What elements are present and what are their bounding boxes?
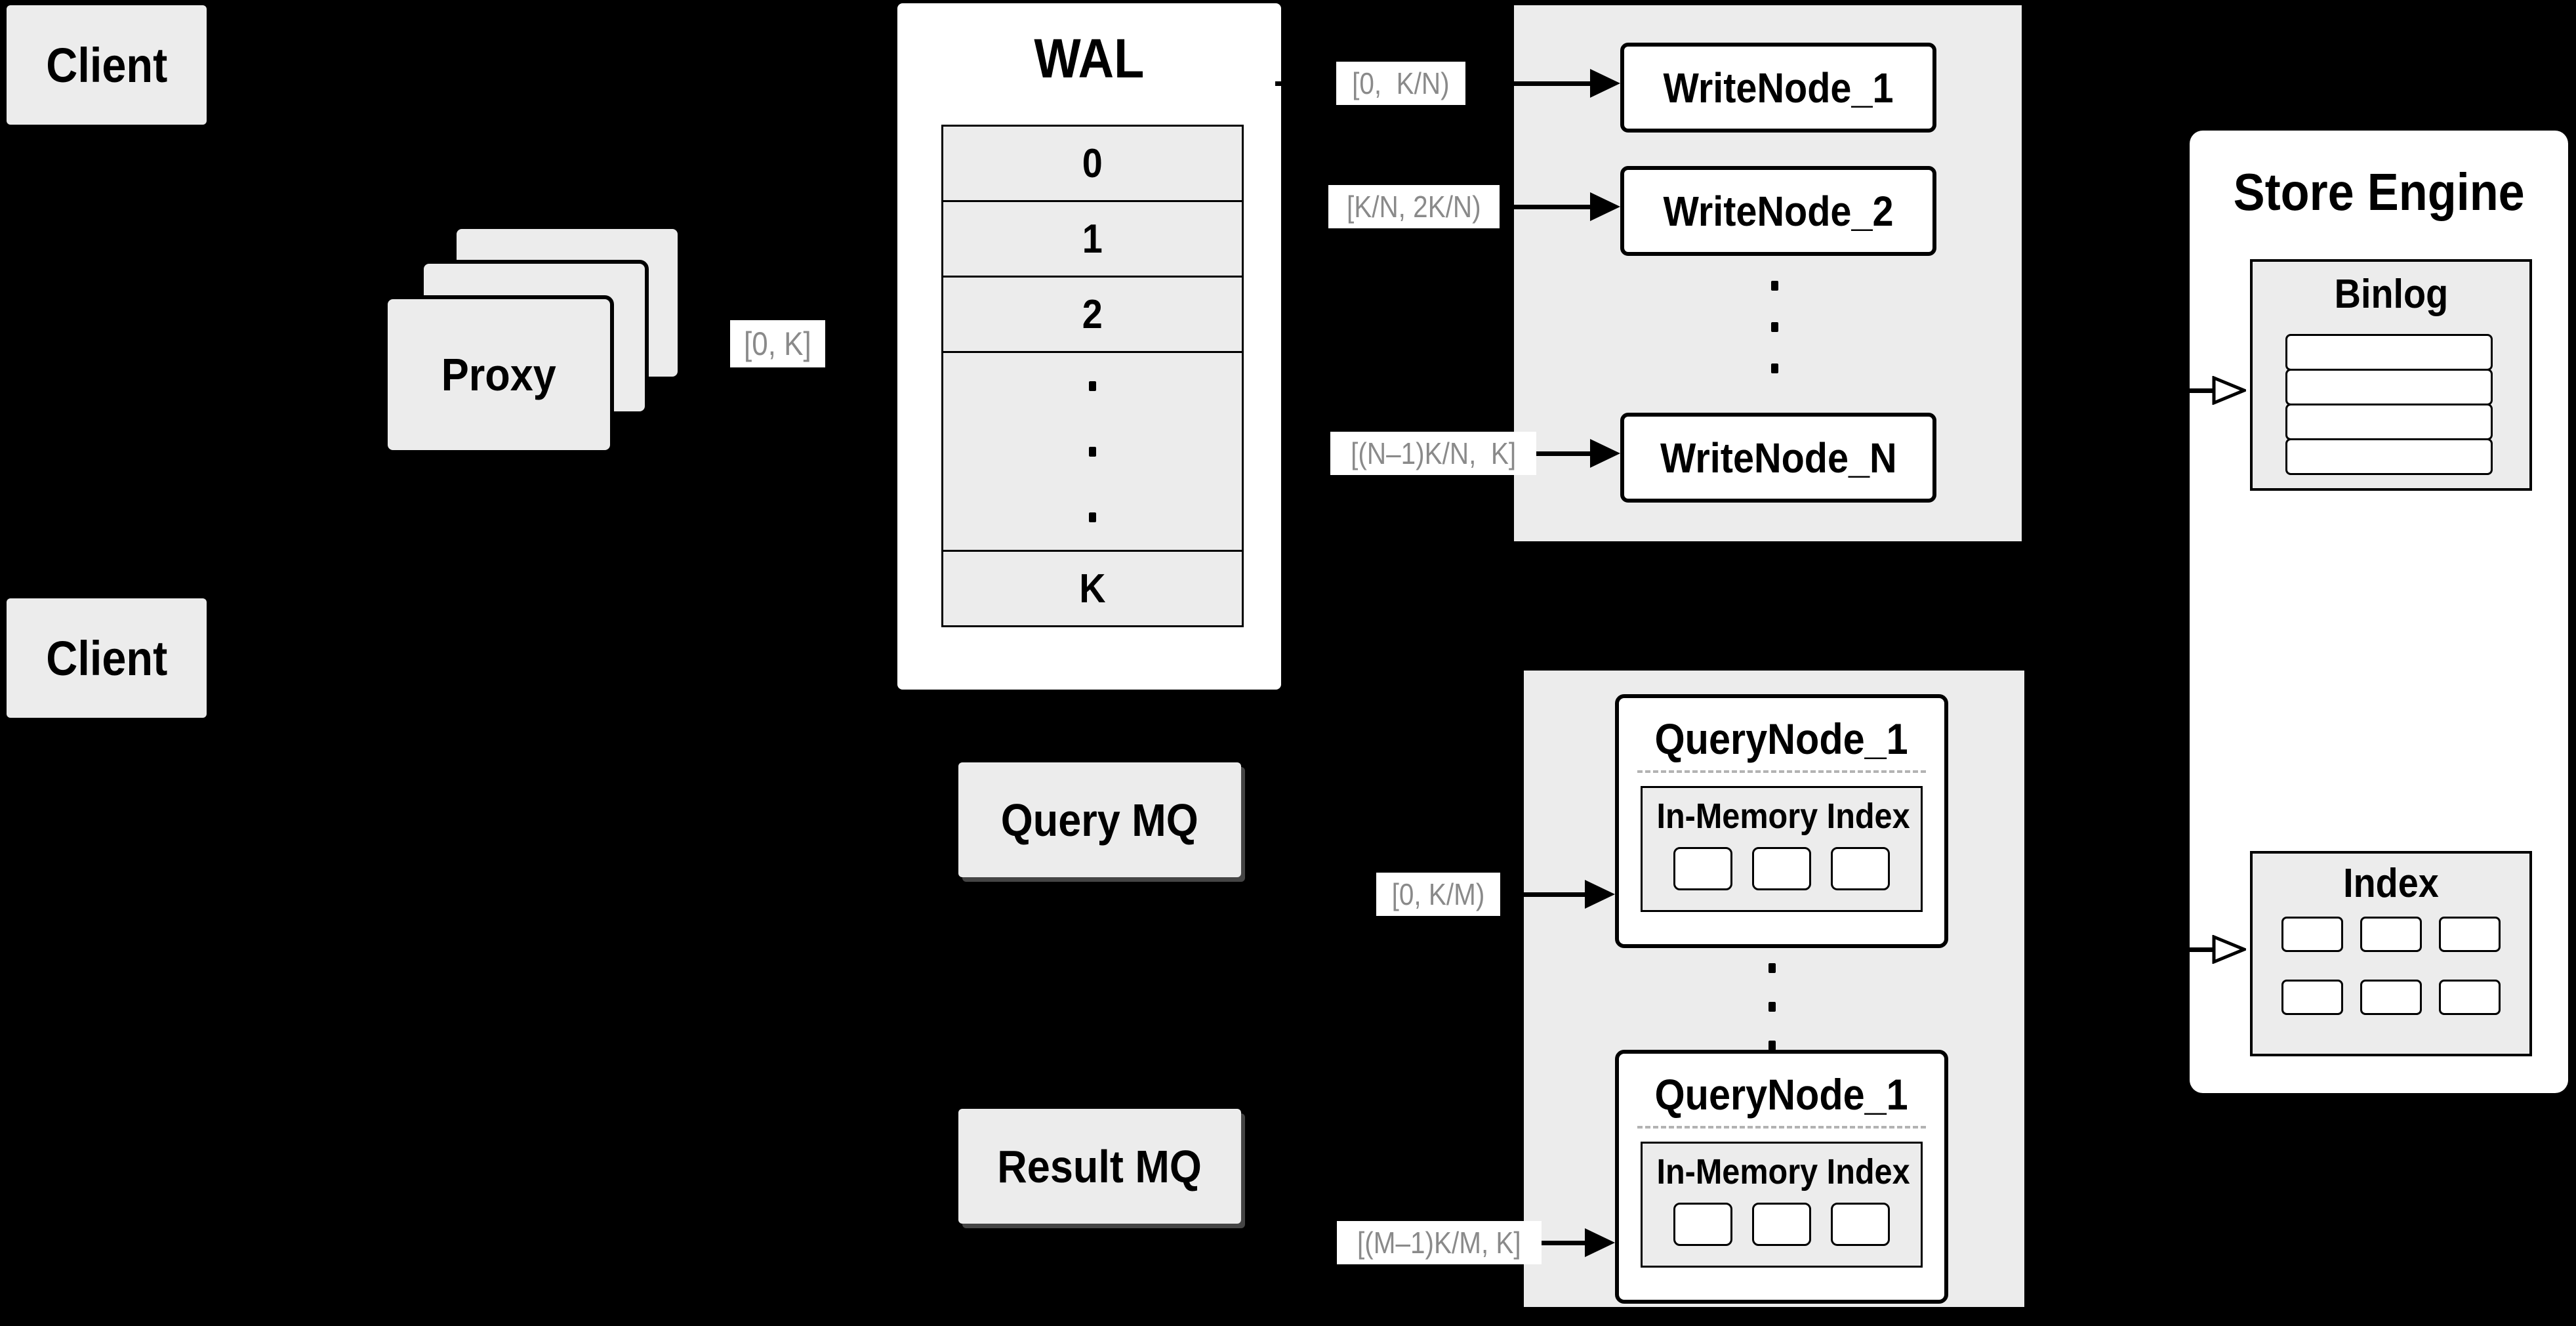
binlog-box: Binlog [2250,259,2532,491]
in-memory-index-title-wrap: In-Memory Index [1643,1151,1921,1192]
binlog-row [2285,404,2493,440]
arrow-into-binlog-head [2212,376,2246,405]
arrow-query-top-head [1585,880,1615,909]
arrow-into-index-line [2073,947,2213,952]
memory-segment-box [1673,847,1732,890]
range-label: [(M–1)K/M, K] [1357,1226,1521,1260]
ellipsis-dots [1771,281,1778,373]
store-engine-title-wrap: Store Engine [2190,162,2568,222]
query-mq-label: Query MQ [1000,794,1199,846]
write-node-1-box: WriteNode_1 [1620,43,1936,133]
wal-row: 2 [943,278,1242,353]
wal-row: 1 [943,202,1242,278]
memory-segment-box [1831,1203,1890,1246]
client-label: Client [45,631,168,686]
wal-panel: WAL 0 1 2 K [897,3,1281,690]
dashed-divider [1637,1126,1926,1129]
wal-row-label: K [1079,566,1106,611]
memory-segment-box [1831,847,1890,890]
binlog-row [2285,369,2493,405]
dashed-divider [1637,770,1926,773]
client-box-bottom: Client [7,598,207,718]
write-node-label: WriteNode_2 [1663,187,1894,235]
wal-row-label: 0 [1082,140,1103,186]
wal-row: K [943,552,1242,625]
memory-segment-box [1752,1203,1811,1246]
arrow-write-n-head [1590,439,1620,468]
wal-title-wrap: WAL [897,28,1281,89]
range-label: [0, K/N) [1352,66,1450,100]
index-cells [2253,917,2529,1015]
binlog-title-wrap: Binlog [2253,271,2529,318]
index-cell-row [2281,917,2501,952]
write-node-label: WriteNode_N [1660,434,1897,482]
wal-row-label: 1 [1082,216,1103,262]
write-node-label: WriteNode_1 [1663,64,1894,112]
write-node-2-box: WriteNode_2 [1620,166,1936,256]
binlog-row [2285,438,2493,475]
result-mq-label: Result MQ [997,1140,1202,1192]
index-box: Index [2250,851,2532,1056]
query-node-box-bottom: QueryNode_1 In-Memory Index [1615,1050,1948,1304]
range-chip-write-n: [(N–1)K/N, K] [1330,432,1537,475]
write-node-n-box: WriteNode_N [1620,413,1936,503]
binlog-row [2285,334,2493,371]
client-box-top: Client [7,5,207,125]
index-title: Index [2343,861,2439,906]
memory-segment-box [1752,847,1811,890]
memory-segment-box [1673,1203,1732,1246]
wal-title: WAL [1034,27,1145,89]
range-chip-write-1: [0, K/N) [1336,62,1465,105]
memory-segments [1643,1203,1921,1246]
store-engine-title: Store Engine [2233,163,2525,221]
query-node-title: QueryNode_1 [1654,1070,1909,1119]
proxy-label: Proxy [441,349,557,400]
ellipsis-dots [1768,963,1776,1050]
arrow-into-index-head [2212,935,2246,964]
binlog-title: Binlog [2334,272,2448,317]
in-memory-index-label: In-Memory Index [1656,1152,1910,1191]
ellipsis-dots [1089,381,1096,522]
range-label: [(N–1)K/N, K] [1351,436,1517,470]
client-label: Client [45,37,168,93]
memory-segments [1643,847,1921,890]
proxy-card-front: Proxy [384,295,614,454]
index-cell [2360,917,2422,952]
range-chip-query-bottom: [(M–1)K/M, K] [1337,1221,1542,1264]
binlog-rows [2285,334,2493,475]
query-node-title-wrap: QueryNode_1 [1619,1069,1944,1119]
wal-row-ellipsis [943,353,1242,552]
in-memory-index-box: In-Memory Index [1641,1142,1923,1268]
index-cell [2360,980,2422,1015]
arrow-write-1-head [1590,69,1620,98]
index-title-wrap: Index [2253,860,2529,907]
range-chip-proxy-out: [0, K] [730,320,825,367]
range-label: [0, K] [744,325,811,362]
in-memory-index-label: In-Memory Index [1656,797,1910,836]
range-label: [K/N, 2K/N) [1346,190,1481,224]
wal-segment-table: 0 1 2 K [941,125,1244,627]
index-cell [2439,980,2501,1015]
wal-row: 0 [943,127,1242,202]
index-cell [2439,917,2501,952]
range-chip-query-top: [0, K/M) [1376,873,1501,916]
result-mq-box: Result MQ [958,1109,1241,1224]
in-memory-index-box: In-Memory Index [1641,786,1923,912]
index-cell [2281,917,2343,952]
query-node-title: QueryNode_1 [1654,715,1909,763]
store-engine-panel: Store Engine Binlog Index [2190,131,2568,1093]
arrow-query-bottom-head [1585,1228,1615,1257]
query-mq-box: Query MQ [958,762,1241,877]
in-memory-index-title-wrap: In-Memory Index [1643,796,1921,837]
index-cell-row [2281,980,2501,1015]
arrow-write-2-head [1590,192,1620,221]
arrow-into-binlog-line [2073,388,2213,393]
query-node-box-top: QueryNode_1 In-Memory Index [1615,694,1948,948]
index-cell [2281,980,2343,1015]
query-node-title-wrap: QueryNode_1 [1619,714,1944,764]
range-chip-write-2: [K/N, 2K/N) [1328,185,1500,228]
wal-row-label: 2 [1082,291,1103,337]
range-label: [0, K/M) [1391,877,1485,911]
